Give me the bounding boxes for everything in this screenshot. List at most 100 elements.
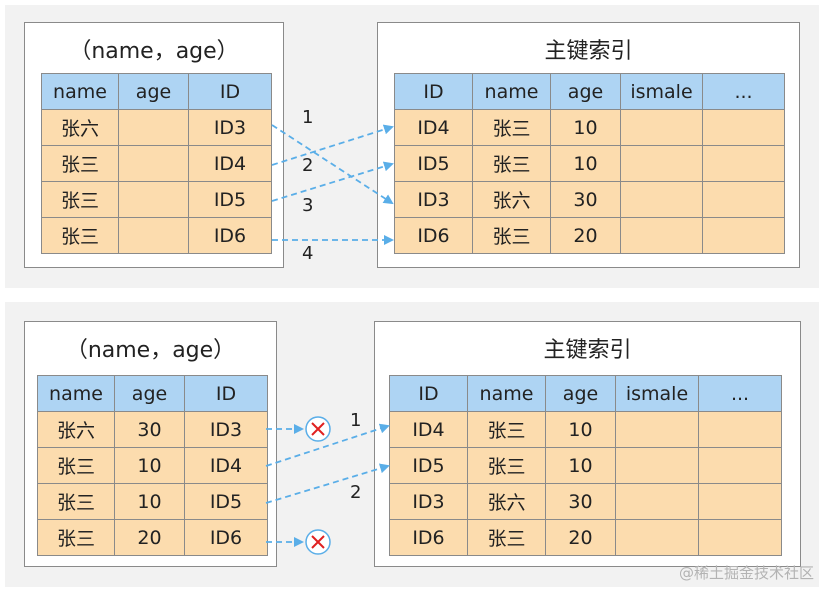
table-cell: 张三 [467, 447, 546, 484]
table-cell: 张三 [37, 447, 115, 484]
table-cell [118, 217, 189, 254]
table-cell: ID3 [389, 483, 468, 520]
table-cell: 张三 [467, 519, 546, 556]
table-cell: 10 [545, 411, 616, 448]
table-cell: 30 [114, 411, 185, 448]
table-cell: 10 [114, 447, 185, 484]
top-primary-index-table: ID name age ismale ... ID4 张三 10 ID5 张三 … [394, 73, 785, 254]
table-cell: 张六 [467, 483, 546, 520]
table-cell: 张三 [472, 145, 551, 182]
column-header: ismale [620, 73, 703, 110]
table-cell [620, 181, 703, 218]
bottom-primary-index-title: 主键索引 [543, 338, 632, 363]
table-cell [615, 519, 699, 556]
table-header-row: name age ID [41, 73, 272, 110]
table-cell: 20 [545, 519, 616, 556]
table-cell [615, 411, 699, 448]
top-secondary-index-box: （name，age） name age ID 张六 ID3 张三 ID4 张三 … [24, 22, 284, 268]
table-cell: 10 [545, 447, 616, 484]
table-cell [118, 109, 189, 146]
table-row: 张三 ID4 [41, 145, 272, 182]
table-row: 张六 30 ID3 [37, 411, 268, 448]
table-cell: 张六 [37, 411, 115, 448]
table-cell [702, 145, 785, 182]
table-row: ID4 张三 10 [389, 411, 782, 448]
column-header: ID [389, 375, 468, 412]
table-row: 张三 ID6 [41, 217, 272, 254]
table-cell: 张三 [37, 519, 115, 556]
table-row: ID6 张三 20 [389, 519, 782, 556]
top-secondary-index-table: name age ID 张六 ID3 张三 ID4 张三 ID5 张三 ID6 [41, 73, 272, 254]
top-primary-index-box: 主键索引 ID name age ismale ... ID4 张三 10 ID… [377, 22, 800, 268]
table-cell [615, 483, 699, 520]
table-cell: 10 [550, 145, 621, 182]
watermark: @稀土掘金技术社区 [678, 564, 814, 582]
bottom-secondary-index-title: （name，age） [65, 338, 236, 363]
table-cell: ID4 [184, 447, 268, 484]
table-cell: ID4 [389, 411, 468, 448]
bottom-primary-index-box: 主键索引 ID name age ismale ... ID4 张三 10 ID… [374, 321, 801, 567]
table-cell: 10 [550, 109, 621, 146]
column-header: ismale [615, 375, 699, 412]
column-header: ID [188, 73, 272, 110]
table-cell: ID6 [188, 217, 272, 254]
column-header: name [41, 73, 119, 110]
table-row: ID5 张三 10 [389, 447, 782, 484]
table-cell: 张六 [41, 109, 119, 146]
table-cell: ID6 [389, 519, 468, 556]
table-row: ID5 张三 10 [394, 145, 785, 182]
column-header: age [118, 73, 189, 110]
top-secondary-index-title: （name，age） [69, 39, 239, 64]
table-cell: 张三 [41, 181, 119, 218]
bottom-arrow-label-1: 1 [350, 410, 362, 431]
table-row: ID6 张三 20 [394, 217, 785, 254]
table-cell [118, 145, 189, 182]
table-cell: ID4 [394, 109, 473, 146]
column-header: ... [698, 375, 782, 412]
table-cell [702, 217, 785, 254]
table-cell [620, 145, 703, 182]
table-cell [698, 519, 782, 556]
table-row: ID3 张六 30 [389, 483, 782, 520]
table-cell: 张六 [472, 181, 551, 218]
table-cell: 20 [114, 519, 185, 556]
table-cell [620, 109, 703, 146]
column-header: age [114, 375, 185, 412]
bottom-secondary-index-box: （name，age） name age ID 张六 30 ID3 张三 10 I… [24, 321, 277, 567]
table-cell: 张三 [472, 109, 551, 146]
column-header: age [550, 73, 621, 110]
column-header: ID [394, 73, 473, 110]
column-header: ID [184, 375, 268, 412]
table-row: 张三 10 ID5 [37, 483, 268, 520]
table-cell [698, 411, 782, 448]
table-cell: ID6 [394, 217, 473, 254]
table-cell: ID6 [184, 519, 268, 556]
top-arrow-label-2: 2 [302, 155, 314, 176]
table-row: 张三 ID5 [41, 181, 272, 218]
table-row: ID4 张三 10 [394, 109, 785, 146]
table-cell [615, 447, 699, 484]
column-header: age [545, 375, 616, 412]
table-cell: 张三 [467, 411, 546, 448]
table-cell: ID5 [188, 181, 272, 218]
column-header: ... [702, 73, 785, 110]
table-header-row: ID name age ismale ... [389, 375, 782, 412]
bottom-primary-index-table: ID name age ismale ... ID4 张三 10 ID5 张三 … [389, 375, 782, 556]
table-row: 张三 20 ID6 [37, 519, 268, 556]
table-cell: ID3 [394, 181, 473, 218]
table-cell: 张三 [41, 145, 119, 182]
table-row: ID3 张六 30 [394, 181, 785, 218]
top-arrow-label-1: 1 [302, 107, 314, 128]
table-cell: 20 [550, 217, 621, 254]
table-cell: ID5 [184, 483, 268, 520]
table-cell: 张三 [472, 217, 551, 254]
table-cell: ID3 [184, 411, 268, 448]
bottom-arrow-label-2: 2 [350, 482, 362, 503]
table-cell: ID3 [188, 109, 272, 146]
table-cell: 张三 [41, 217, 119, 254]
table-cell [620, 217, 703, 254]
table-cell: ID5 [394, 145, 473, 182]
column-header: name [37, 375, 115, 412]
table-row: 张六 ID3 [41, 109, 272, 146]
top-arrow-label-3: 3 [302, 195, 314, 216]
